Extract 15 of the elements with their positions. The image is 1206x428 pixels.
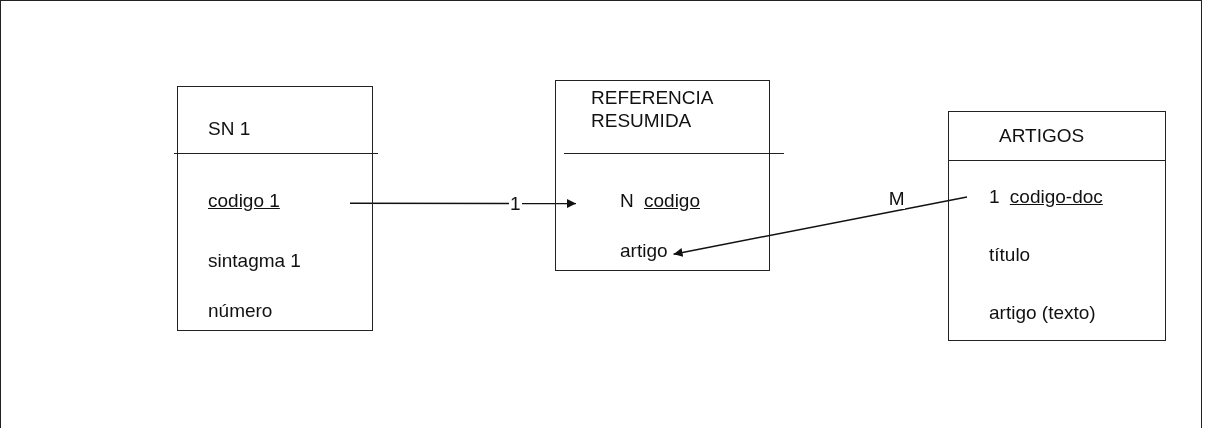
arrow — [672, 196, 968, 257]
attribute-row: título — [967, 230, 1163, 280]
table-title: ARTIGOS — [999, 124, 1086, 147]
attribute-row: artigo (texto) — [967, 288, 1163, 338]
entity-table — [948, 111, 1166, 341]
attribute-row: número — [178, 293, 350, 329]
table-title: REFERENCIA RESUMIDA — [591, 86, 714, 132]
edge-label: M — [887, 189, 906, 210]
attribute-row: N codigo — [576, 175, 748, 227]
attribute-row: sintagma 1 — [178, 233, 350, 289]
attribute-row: 1 codigo-doc — [967, 172, 1163, 222]
attribute-row: codigo 1 — [178, 173, 350, 228]
attribute-row: artigo — [620, 232, 674, 269]
arrow — [349, 199, 577, 209]
table-title: SN 1 — [208, 117, 252, 140]
